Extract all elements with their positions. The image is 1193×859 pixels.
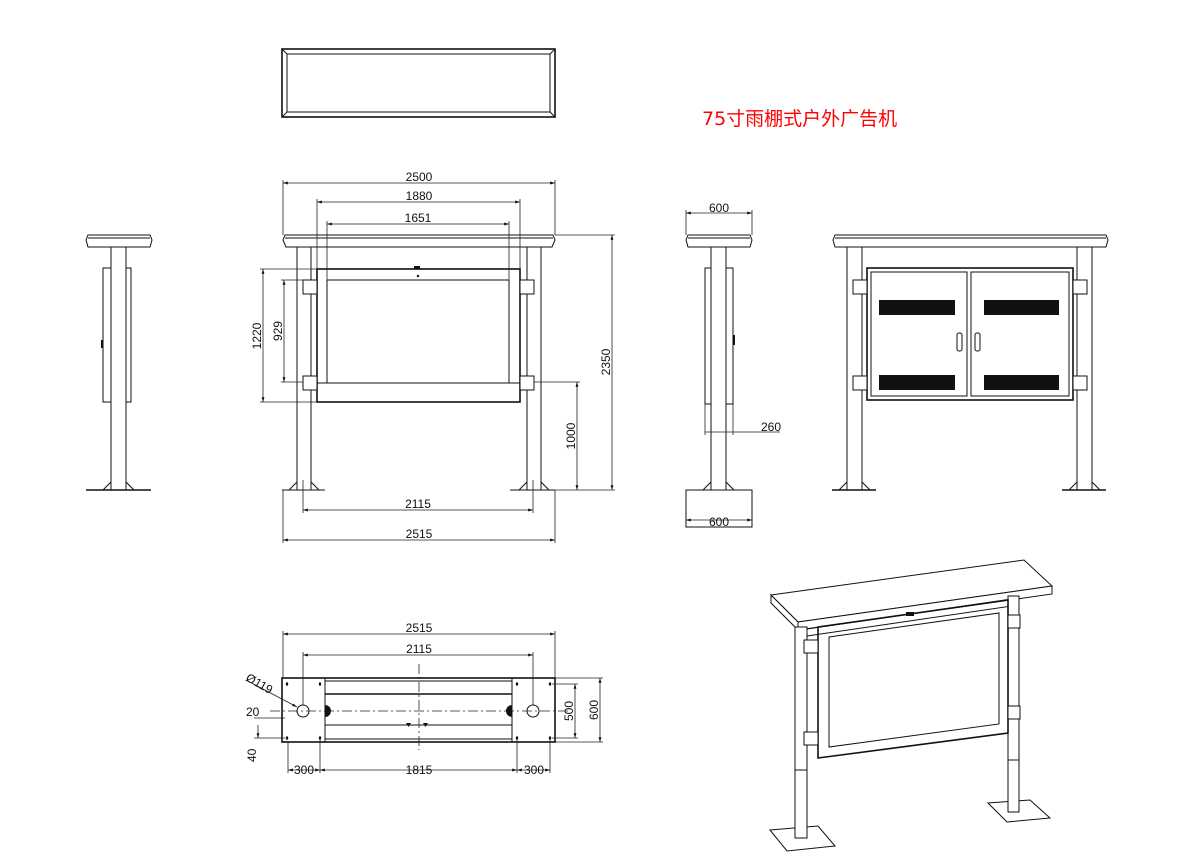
plan-dim-plate-left: 300 [294,763,314,777]
canopy-top-view [281,48,556,118]
dim-base-width: 2515 [406,527,433,541]
plan-dim-20: 20 [246,705,260,719]
dim-screen-width: 1651 [405,211,432,225]
plan-view: 2515 2115 Ø119 20 40 300 1815 300 500 60… [244,621,603,777]
plan-dim-plate-depth: 600 [587,700,601,720]
perspective-view [769,559,1054,852]
plan-dim-plate-right: 300 [524,763,544,777]
plan-dim-hole-spacing: 500 [562,701,576,721]
front-view: 2500 1880 1651 1220 929 1000 2350 2115 2… [250,170,615,543]
left-side-view [85,234,153,491]
plan-dim-post-spacing: 2115 [406,642,432,656]
dim-frame-height: 1220 [250,322,264,349]
plan-dim-middle: 1815 [406,763,433,777]
dim-screen-height: 929 [271,321,285,341]
dim-ground-to-frame: 1000 [564,422,578,449]
drawing-title: 75寸雨棚式户外广告机 [702,108,898,130]
dim-cabinet-depth: 260 [761,420,781,434]
dim-post-spacing: 2115 [405,497,431,511]
back-view [832,234,1109,491]
dim-frame-width: 1880 [406,189,433,203]
dim-canopy-width: 2500 [406,170,433,184]
plan-dim-40: 40 [245,748,259,762]
dim-total-height: 2350 [599,348,613,375]
dim-canopy-depth: 600 [709,201,729,215]
right-side-view: 600 260 600 [685,201,781,529]
dim-base-depth: 600 [709,515,729,529]
plan-dim-overall: 2515 [406,621,433,635]
